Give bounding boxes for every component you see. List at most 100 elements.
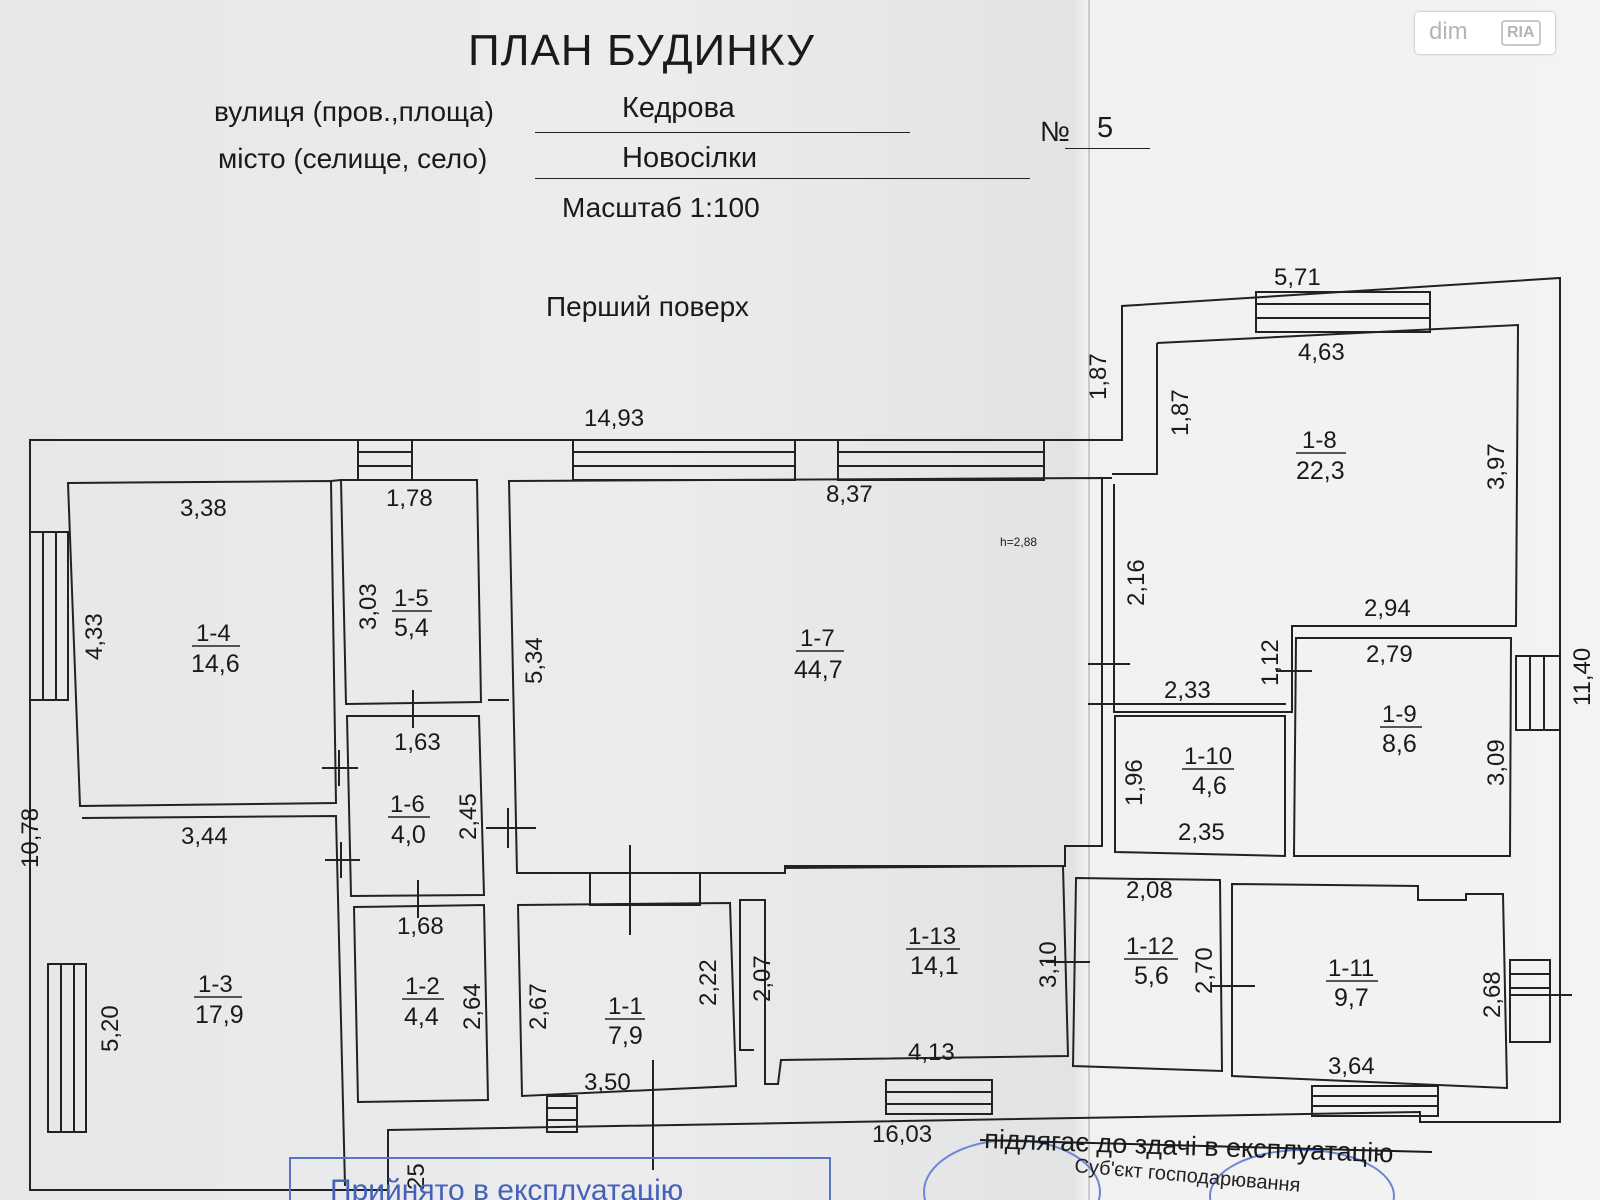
dim-r13-h: 5,20 bbox=[97, 1005, 124, 1052]
room-1-10-walls bbox=[1114, 715, 1286, 858]
dim-overall-right: 11,40 bbox=[1569, 648, 1596, 706]
room-1-2-label: 1-24,4 bbox=[402, 973, 444, 1031]
svg-text:1-13: 1-13 bbox=[908, 923, 956, 950]
street-label: вулиця (пров.,площа) bbox=[214, 96, 494, 127]
room-1-11-label: 1-119,7 bbox=[1326, 955, 1378, 1012]
city-label: місто (селище, село) bbox=[218, 143, 488, 174]
dim-r19-w: 2,79 bbox=[1366, 641, 1413, 668]
window-left-1 bbox=[29, 531, 69, 701]
svg-text:1-9: 1-9 bbox=[1382, 701, 1417, 728]
dim-r17-w: 8,37 bbox=[826, 481, 873, 508]
svg-text:14,1: 14,1 bbox=[910, 952, 959, 980]
room-1-9-walls bbox=[1292, 637, 1513, 857]
svg-text:22,3: 22,3 bbox=[1296, 457, 1345, 485]
dim-wing-step-outer: 1,87 bbox=[1085, 353, 1112, 400]
window-top-3 bbox=[837, 439, 1045, 481]
dim-r14-w: 3,38 bbox=[180, 495, 227, 522]
svg-text:1-3: 1-3 bbox=[198, 971, 233, 998]
dim-partial-left: 25 bbox=[403, 1163, 430, 1190]
svg-text:8,6: 8,6 bbox=[1382, 730, 1417, 758]
dim-r113-h2: 3,10 bbox=[1035, 941, 1062, 988]
window-left-2 bbox=[47, 963, 87, 1133]
number-value: 5 bbox=[1097, 112, 1114, 144]
svg-text:44,7: 44,7 bbox=[794, 656, 843, 684]
number-label: № bbox=[1040, 116, 1071, 147]
window-right-1 bbox=[1515, 655, 1561, 731]
room-labels: 1-414,6 1-55,4 1-64,0 1-317,9 1-24,4 1-7… bbox=[191, 427, 1422, 1050]
dim-r16-h: 2,45 bbox=[455, 793, 482, 840]
dim-r18-w: 4,63 bbox=[1298, 339, 1345, 366]
dim-r18-h2: 2,16 bbox=[1123, 559, 1150, 606]
room-1-8-walls bbox=[1113, 484, 1293, 713]
logo-dim-text: dim bbox=[1429, 18, 1468, 45]
plan-title: ПЛАН БУДИНКУ bbox=[468, 26, 815, 75]
room-1-1-walls bbox=[516, 901, 738, 1098]
dim-r113-h1: 2,07 bbox=[749, 955, 776, 1002]
dim-r11-w: 3,50 bbox=[584, 1069, 631, 1096]
window-right-2 bbox=[1509, 959, 1551, 1043]
dim-r110-w1: 2,33 bbox=[1164, 677, 1211, 704]
svg-text:1-11: 1-11 bbox=[1328, 955, 1374, 982]
stamps: Прийнято в експлуатацію підлягає до здач… bbox=[289, 1124, 1433, 1200]
dim-r13-w: 3,44 bbox=[181, 823, 228, 850]
room-1-12-label: 1-125,6 bbox=[1124, 933, 1178, 990]
dim-r111-w: 3,64 bbox=[1328, 1053, 1375, 1080]
room-1-3-walls bbox=[81, 814, 346, 1187]
svg-text:1-6: 1-6 bbox=[390, 791, 425, 818]
dim-r11-h2: 2,22 bbox=[695, 959, 722, 1006]
dim-r18-w2: 2,94 bbox=[1364, 595, 1411, 622]
window-top-2 bbox=[572, 439, 796, 481]
svg-text:1-7: 1-7 bbox=[800, 625, 835, 652]
dim-r12-w: 1,68 bbox=[397, 913, 444, 940]
exterior-wall-outline bbox=[29, 276, 1561, 1191]
street-value: Кедрова bbox=[622, 92, 735, 124]
dim-r12-h: 2,64 bbox=[459, 983, 486, 1030]
dim-r19-h: 3,09 bbox=[1483, 739, 1510, 786]
svg-text:1-10: 1-10 bbox=[1184, 743, 1232, 770]
room-1-7-label: 1-7 44,7 bbox=[794, 625, 844, 684]
svg-text:5,4: 5,4 bbox=[394, 614, 429, 642]
dim-r15-w: 1,78 bbox=[386, 485, 433, 512]
window-wing-top bbox=[1255, 291, 1431, 333]
room-1-1-label: 1-17,9 bbox=[605, 993, 645, 1050]
svg-text:1-5: 1-5 bbox=[394, 585, 429, 612]
room-1-4-label: 1-4 14,6 bbox=[191, 620, 240, 678]
room-1-6-label: 1-64,0 bbox=[388, 791, 430, 849]
svg-text:1-8: 1-8 bbox=[1302, 427, 1337, 454]
dim-overall-left: 10,78 bbox=[17, 808, 44, 868]
dimension-labels: 14,93 5,71 16,03 10,78 11,40 1,87 1,87 3… bbox=[17, 264, 1596, 1190]
dim-overall-top-right: 5,71 bbox=[1274, 264, 1321, 291]
room-1-6-walls bbox=[345, 715, 486, 898]
svg-text:5,6: 5,6 bbox=[1134, 962, 1169, 990]
dim-r18-h: 3,97 bbox=[1483, 443, 1510, 490]
dim-r15-h: 3,03 bbox=[355, 583, 382, 630]
accepted-stamp-text: Прийнято в експлуатацію bbox=[330, 1174, 683, 1200]
svg-text:14,6: 14,6 bbox=[191, 650, 240, 678]
dim-r111-h: 2,68 bbox=[1479, 971, 1506, 1018]
svg-text:4,4: 4,4 bbox=[404, 1003, 439, 1031]
room-1-2-walls bbox=[352, 903, 490, 1104]
svg-text:1-2: 1-2 bbox=[405, 973, 440, 1000]
number-underline bbox=[1065, 148, 1150, 149]
dim-r110-w2: 2,35 bbox=[1178, 819, 1225, 846]
room-1-3-label: 1-3 17,9 bbox=[194, 971, 244, 1029]
window-bottom-3 bbox=[1311, 1085, 1439, 1117]
room-1-5-walls bbox=[339, 479, 483, 706]
dim-r11-h1: 2,67 bbox=[525, 983, 552, 1030]
dim-r19-step: 1,12 bbox=[1257, 639, 1284, 686]
svg-text:4,0: 4,0 bbox=[391, 821, 426, 849]
dim-overall-bottom: 16,03 bbox=[872, 1121, 932, 1148]
svg-text:7,9: 7,9 bbox=[608, 1022, 643, 1050]
svg-text:1-4: 1-4 bbox=[196, 620, 231, 647]
room-1-8-label: 1-8 22,3 bbox=[1296, 427, 1346, 485]
dim-r112-w: 2,08 bbox=[1126, 877, 1173, 904]
room-1-4-walls bbox=[66, 479, 338, 808]
svg-text:9,7: 9,7 bbox=[1334, 984, 1369, 1012]
svg-text:17,9: 17,9 bbox=[195, 1001, 244, 1029]
svg-text:1-1: 1-1 bbox=[608, 993, 643, 1020]
windows bbox=[29, 291, 1561, 1133]
dim-ria-logo: dim RIA bbox=[1415, 12, 1555, 54]
dim-r14-h: 4,33 bbox=[81, 613, 108, 660]
